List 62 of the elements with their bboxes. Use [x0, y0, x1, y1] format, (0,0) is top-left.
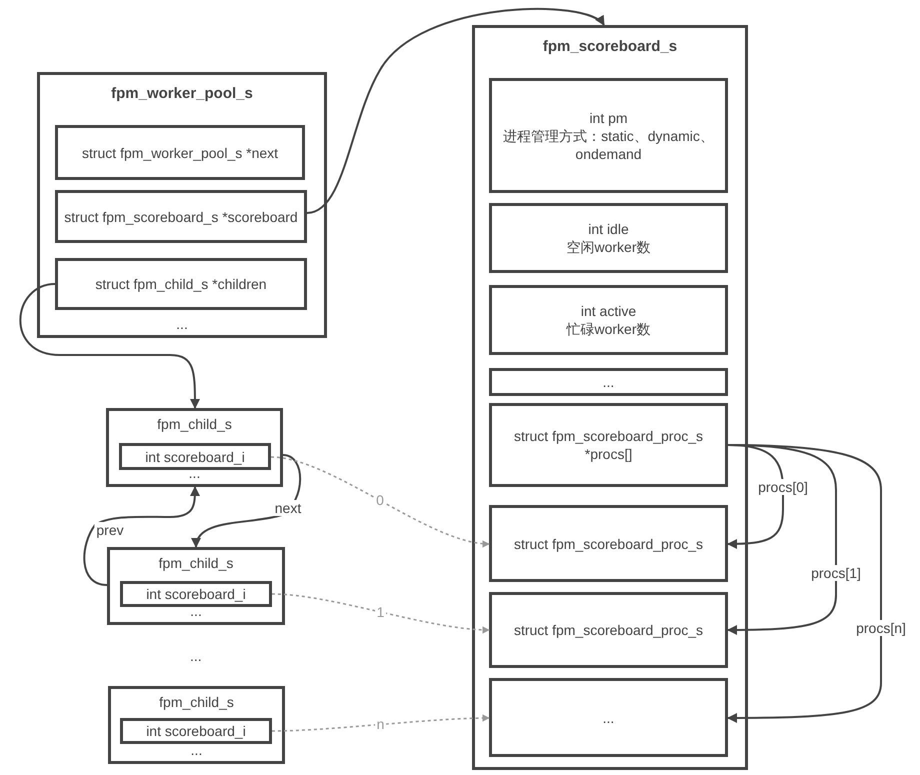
ellipsis: ... — [190, 648, 202, 664]
arrow — [727, 444, 882, 723]
field-box — [489, 368, 728, 396]
field-text: struct fpm_scoreboard_proc_s — [512, 621, 704, 639]
edge-label: next — [272, 500, 304, 516]
field-text: struct fpm_scoreboard_proc_s *procs[] — [512, 427, 704, 463]
edge-label: procs[1] — [809, 564, 863, 581]
field-text: int pm — [588, 108, 629, 126]
field-text: ... — [602, 708, 616, 726]
field-box — [120, 581, 272, 607]
field-text: struct fpm_scoreboard_s *scoreboard — [63, 208, 299, 226]
field-text: 空闲worker数 — [565, 238, 652, 256]
arrow — [83, 486, 200, 586]
field-text: int active — [580, 302, 638, 320]
arrow — [727, 444, 784, 549]
field-box — [120, 718, 272, 744]
struct-title: fpm_child_s — [157, 415, 232, 433]
field-text: 忙碌worker数 — [565, 320, 652, 338]
field-box — [489, 678, 728, 757]
arrow — [727, 444, 837, 635]
field-box — [489, 505, 728, 582]
field-text: int idle — [587, 220, 630, 238]
field-text: int scoreboard_i — [144, 448, 246, 466]
struct-box — [108, 686, 285, 764]
struct-title: fpm_scoreboard_s — [542, 38, 678, 56]
field-text: struct fpm_child_s *children — [94, 275, 268, 293]
struct-title: fpm_worker_pool_s — [111, 85, 253, 103]
dashed-arrow — [272, 714, 490, 732]
field-text: int scoreboard_i — [145, 585, 247, 603]
struct-box — [472, 25, 748, 770]
field-text: ... — [602, 373, 616, 391]
field-box — [489, 78, 728, 193]
ellipsis: ... — [190, 741, 202, 759]
field-box — [55, 258, 307, 310]
struct-box — [107, 547, 285, 625]
struct-box — [106, 408, 283, 487]
struct-title: fpm_child_s — [159, 693, 234, 711]
field-text: struct fpm_scoreboard_proc_s — [512, 534, 704, 552]
field-box — [489, 403, 728, 487]
field-box — [119, 443, 271, 470]
field-text: 进程管理方式：static、dynamic、ondemand — [502, 126, 715, 162]
field-text: int scoreboard_i — [145, 722, 247, 740]
dashed-arrow — [270, 456, 490, 547]
field-text: struct fpm_worker_pool_s *next — [80, 144, 280, 162]
field-box — [55, 125, 305, 180]
edge-label: procs[0] — [756, 479, 810, 496]
field-box — [489, 285, 728, 355]
field-box — [489, 203, 728, 273]
ellipsis: ... — [188, 465, 200, 482]
ellipsis: ... — [190, 602, 202, 620]
arrow — [306, 8, 605, 214]
edge-label: 0 — [374, 492, 386, 508]
edge-label: prev — [94, 522, 126, 538]
struct-box — [37, 72, 327, 338]
field-box — [55, 190, 307, 243]
ellipsis: ... — [176, 315, 188, 333]
struct-title: fpm_child_s — [158, 554, 234, 572]
arrow — [192, 454, 302, 548]
dashed-arrow — [272, 593, 490, 634]
edge-label: procs[n] — [854, 620, 908, 636]
edge-label: 1 — [374, 604, 386, 620]
field-box — [489, 592, 728, 668]
